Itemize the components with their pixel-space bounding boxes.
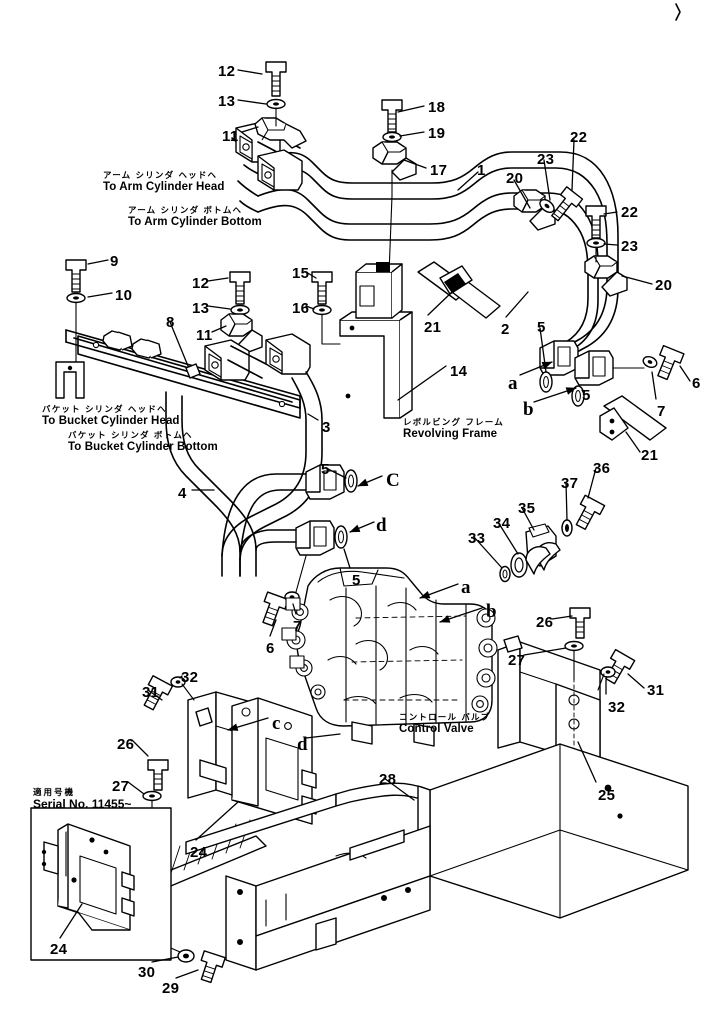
callout-b: b (523, 399, 534, 420)
serial-number-note: 適用号機 Serial No. 11455~ (33, 788, 132, 812)
callout-12: 12 (192, 275, 210, 292)
caption-arm-cylinder-bottom-en: To Arm Cylinder Bottom (128, 215, 262, 228)
callout-b: b (486, 601, 497, 622)
callout-35: 35 (518, 500, 536, 517)
caption-control-valve-en: Control Valve (399, 722, 474, 735)
callout-24: 24 (190, 844, 208, 861)
callout-14: 14 (450, 363, 468, 380)
callout-8: 8 (166, 314, 175, 331)
caption-bucket-cylinder-head-en: To Bucket Cylinder Head (42, 414, 180, 427)
callout-20: 20 (655, 277, 673, 294)
callout-28: 28 (379, 771, 397, 788)
callout-27: 27 (112, 778, 130, 795)
caption-bucket-cylinder-bottom-jp: バケット シリンダ ボトムヘ (68, 431, 193, 441)
callout-c: C (386, 470, 401, 491)
callout-21: 21 (424, 319, 442, 336)
caption-revolving-frame-en: Revolving Frame (403, 427, 498, 440)
callout-5: 5 (352, 572, 361, 589)
callout-22: 22 (621, 204, 639, 221)
callout-23: 23 (537, 151, 555, 168)
callout-d: d (297, 734, 308, 755)
callout-15: 15 (292, 265, 310, 282)
callout-33: 33 (468, 530, 486, 547)
callout-a: a (508, 373, 518, 394)
callout-10: 10 (115, 287, 133, 304)
callout-4: 4 (178, 485, 187, 502)
callout-12: 12 (218, 63, 236, 80)
callout-21: 21 (641, 447, 659, 464)
callout-23: 23 (621, 238, 639, 255)
callout-31: 31 (142, 684, 160, 701)
callout-20: 20 (506, 170, 524, 187)
caption-bucket-cylinder-bottom-en: To Bucket Cylinder Bottom (68, 440, 218, 453)
callout-19: 19 (428, 125, 446, 142)
callout-7: 7 (293, 618, 302, 635)
callout-34: 34 (493, 515, 511, 532)
callout-6: 6 (692, 375, 701, 392)
caption-arm-cylinder-bottom-jp: アーム シリンダ ボトムヘ (128, 206, 243, 216)
callout-26: 26 (117, 736, 135, 753)
callout-37: 37 (561, 475, 579, 492)
callout-11: 11 (196, 327, 213, 344)
caption-control-valve-jp: コントロール バルブ (399, 713, 491, 723)
callout-11: 11 (222, 128, 239, 145)
callout-c: c (272, 713, 281, 734)
callout-13: 13 (192, 300, 210, 317)
caption-bucket-cylinder-head-jp: バケット シリンダ ヘッドヘ (42, 405, 167, 415)
callout-25: 25 (598, 787, 616, 804)
callout-29: 29 (162, 980, 180, 997)
callout-36: 36 (593, 460, 611, 477)
callout-7: 7 (657, 403, 666, 420)
caption-revolving-frame-jp: レボルビング フレーム (403, 418, 504, 428)
callout-17: 17 (430, 162, 448, 179)
callout-3: 3 (322, 419, 331, 436)
callout-9: 9 (110, 253, 119, 270)
callout-d: d (376, 515, 387, 536)
callout-6: 6 (266, 640, 275, 657)
callout-5: 5 (582, 387, 591, 404)
callout-26: 26 (536, 614, 554, 631)
callout-31: 31 (647, 682, 665, 699)
callout-24: 24 (50, 941, 68, 958)
caption-arm-cylinder-head-jp: アーム シリンダ ヘッドヘ (103, 171, 218, 181)
caption-arm-cylinder-head-en: To Arm Cylinder Head (103, 180, 225, 193)
callout-5: 5 (321, 461, 330, 478)
serial-note-jp: 適用号機 (33, 788, 76, 798)
callout-2: 2 (501, 321, 510, 338)
callout-a: a (461, 577, 471, 598)
callout-13: 13 (218, 93, 236, 110)
callout-27: 27 (508, 652, 526, 669)
serial-note-en: Serial No. 11455~ (33, 797, 132, 812)
callout-22: 22 (570, 129, 588, 146)
callout-16: 16 (292, 300, 310, 317)
callout-18: 18 (428, 99, 446, 116)
callout-32: 32 (181, 669, 199, 686)
callout-1: 1 (477, 162, 486, 179)
callout-32: 32 (608, 699, 626, 716)
callout-30: 30 (138, 964, 156, 981)
callout-5: 5 (537, 319, 546, 336)
